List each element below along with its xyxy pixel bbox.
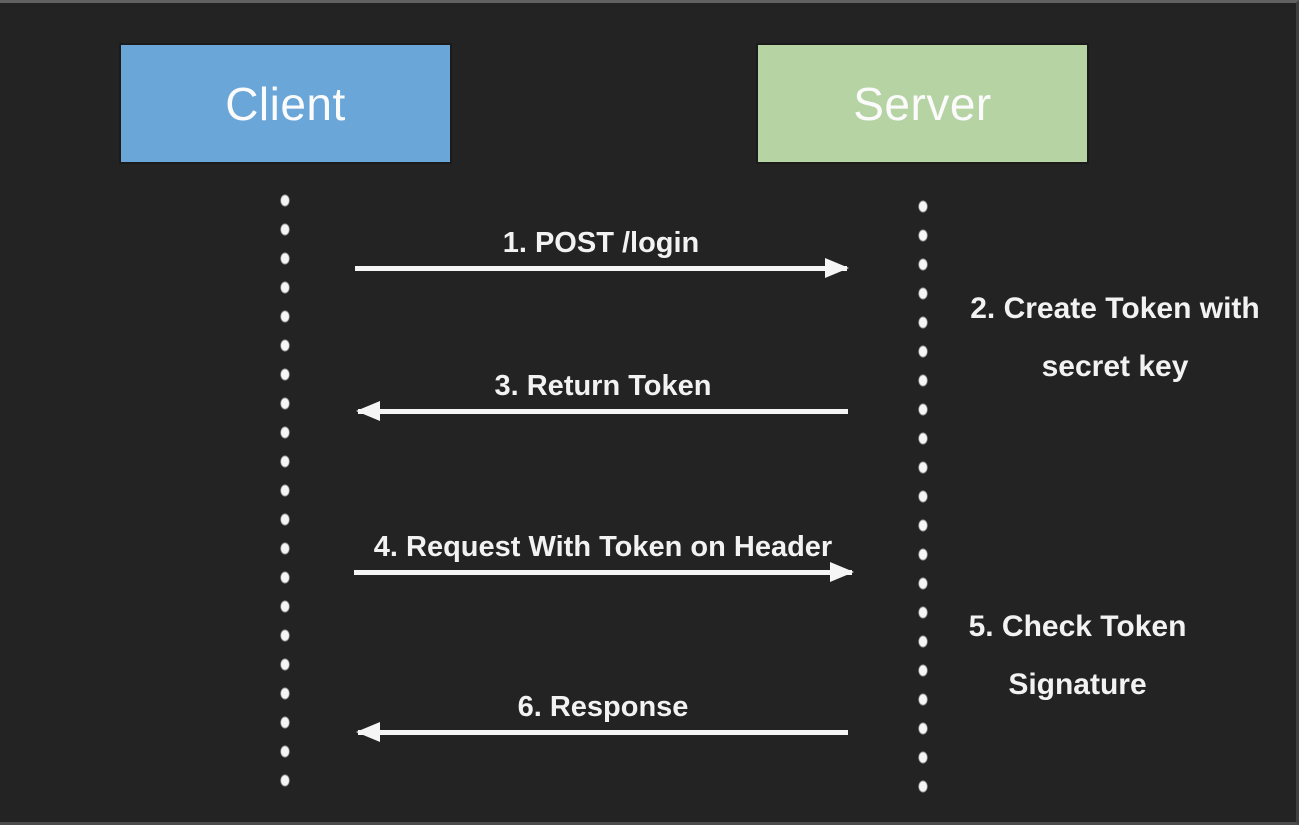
note-create-token: 2. Create Token with secret key xyxy=(950,280,1280,396)
arrowhead-right-icon xyxy=(825,258,849,278)
lifeline-client xyxy=(280,193,290,787)
arrowhead-left-icon xyxy=(356,722,380,742)
lifeline-server xyxy=(918,199,928,793)
note-line: Signature xyxy=(1008,668,1147,701)
actor-box-server: Server xyxy=(756,43,1089,164)
message-request-with-token: 4. Request With Token on Header xyxy=(354,527,854,582)
message-arrow-left xyxy=(356,722,848,742)
message-label: 6. Response xyxy=(517,691,689,723)
note-line: secret key xyxy=(1041,350,1189,383)
note-line: 2. Create Token with xyxy=(970,292,1260,325)
actor-label-client: Client xyxy=(225,77,346,130)
note-check-token: 5. Check Token Signature xyxy=(950,598,1205,714)
message-label: 3. Return Token xyxy=(494,370,712,402)
message-label: 4. Request With Token on Header xyxy=(373,531,833,563)
actor-label-server: Server xyxy=(853,77,992,130)
message-response: 6. Response xyxy=(356,687,848,742)
actor-box-client: Client xyxy=(119,43,452,164)
message-label: 1. POST /login xyxy=(502,227,700,259)
message-arrow-left xyxy=(356,401,848,421)
message-arrow-right xyxy=(355,258,849,278)
arrowhead-right-icon xyxy=(830,562,854,582)
message-post-login: 1. POST /login xyxy=(355,223,849,278)
arrowhead-left-icon xyxy=(356,401,380,421)
note-line: 5. Check Token xyxy=(968,610,1187,643)
message-arrow-right xyxy=(354,562,854,582)
message-return-token: 3. Return Token xyxy=(356,366,848,421)
